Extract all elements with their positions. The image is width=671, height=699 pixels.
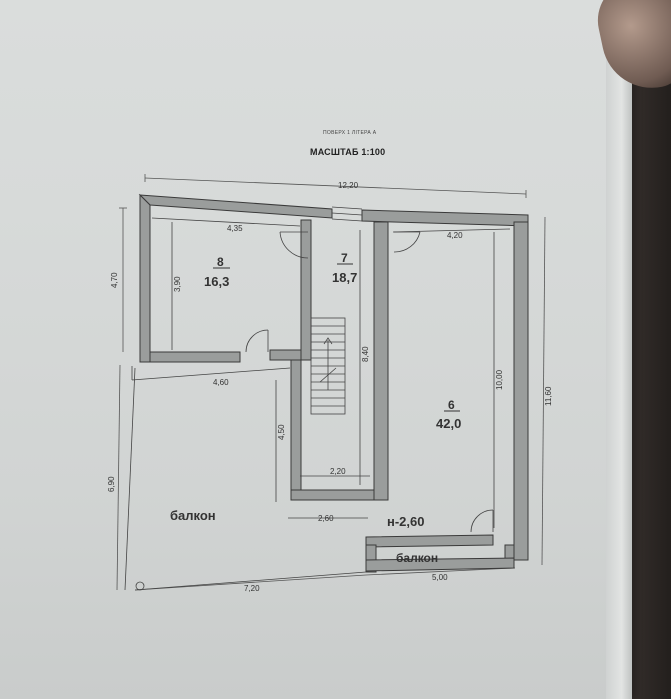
dim-room6-height: 10,00 (495, 369, 504, 390)
dim-balcony-width: 4,60 (213, 378, 229, 387)
dim-corridor-height: 8,40 (361, 346, 370, 362)
dim-left-lower: 6,90 (107, 476, 116, 492)
level-mark: н-2,60 (387, 514, 424, 529)
dim-bottom-right: 5,00 (432, 573, 448, 582)
room-6-number: 6 (448, 398, 455, 412)
room-8-number: 8 (217, 255, 224, 269)
dimension-values: 12,20 4,35 4,20 4,60 2,20 2,60 7,20 5,00… (107, 181, 553, 593)
dim-left-upper: 4,70 (110, 272, 119, 288)
dim-room8-width: 4,35 (227, 224, 243, 233)
dim-top-width: 12,20 (338, 181, 359, 190)
paper-edge (606, 40, 632, 699)
room-8-area: 16,3 (204, 274, 229, 289)
dim-corridor-width: 2,20 (330, 467, 346, 476)
inner-lines (124, 206, 511, 591)
dim-bottom-left: 7,20 (244, 584, 260, 593)
room-7-number: 7 (341, 251, 348, 265)
scale-caption: МАСШТАБ 1:100 (310, 147, 386, 157)
dim-room8-height: 3,90 (173, 276, 182, 292)
dim-right-total: 11,60 (544, 386, 553, 406)
floor-header: ПОВЕРХ 1 ЛІТЕРА А (323, 130, 377, 136)
room-7-area: 18,7 (332, 270, 357, 285)
walls (138, 193, 529, 573)
dim-balcony-height: 4,50 (277, 424, 286, 440)
balcony-large-label: балкон (170, 508, 216, 523)
dim-inner-span: 2,60 (318, 514, 334, 523)
room-6-area: 42,0 (436, 416, 461, 431)
dim-room6-width: 4,20 (447, 231, 463, 240)
stairs (310, 317, 346, 415)
doors (135, 231, 494, 591)
balcony-small-label: балкон (396, 551, 438, 565)
dimension-lines (116, 174, 546, 591)
